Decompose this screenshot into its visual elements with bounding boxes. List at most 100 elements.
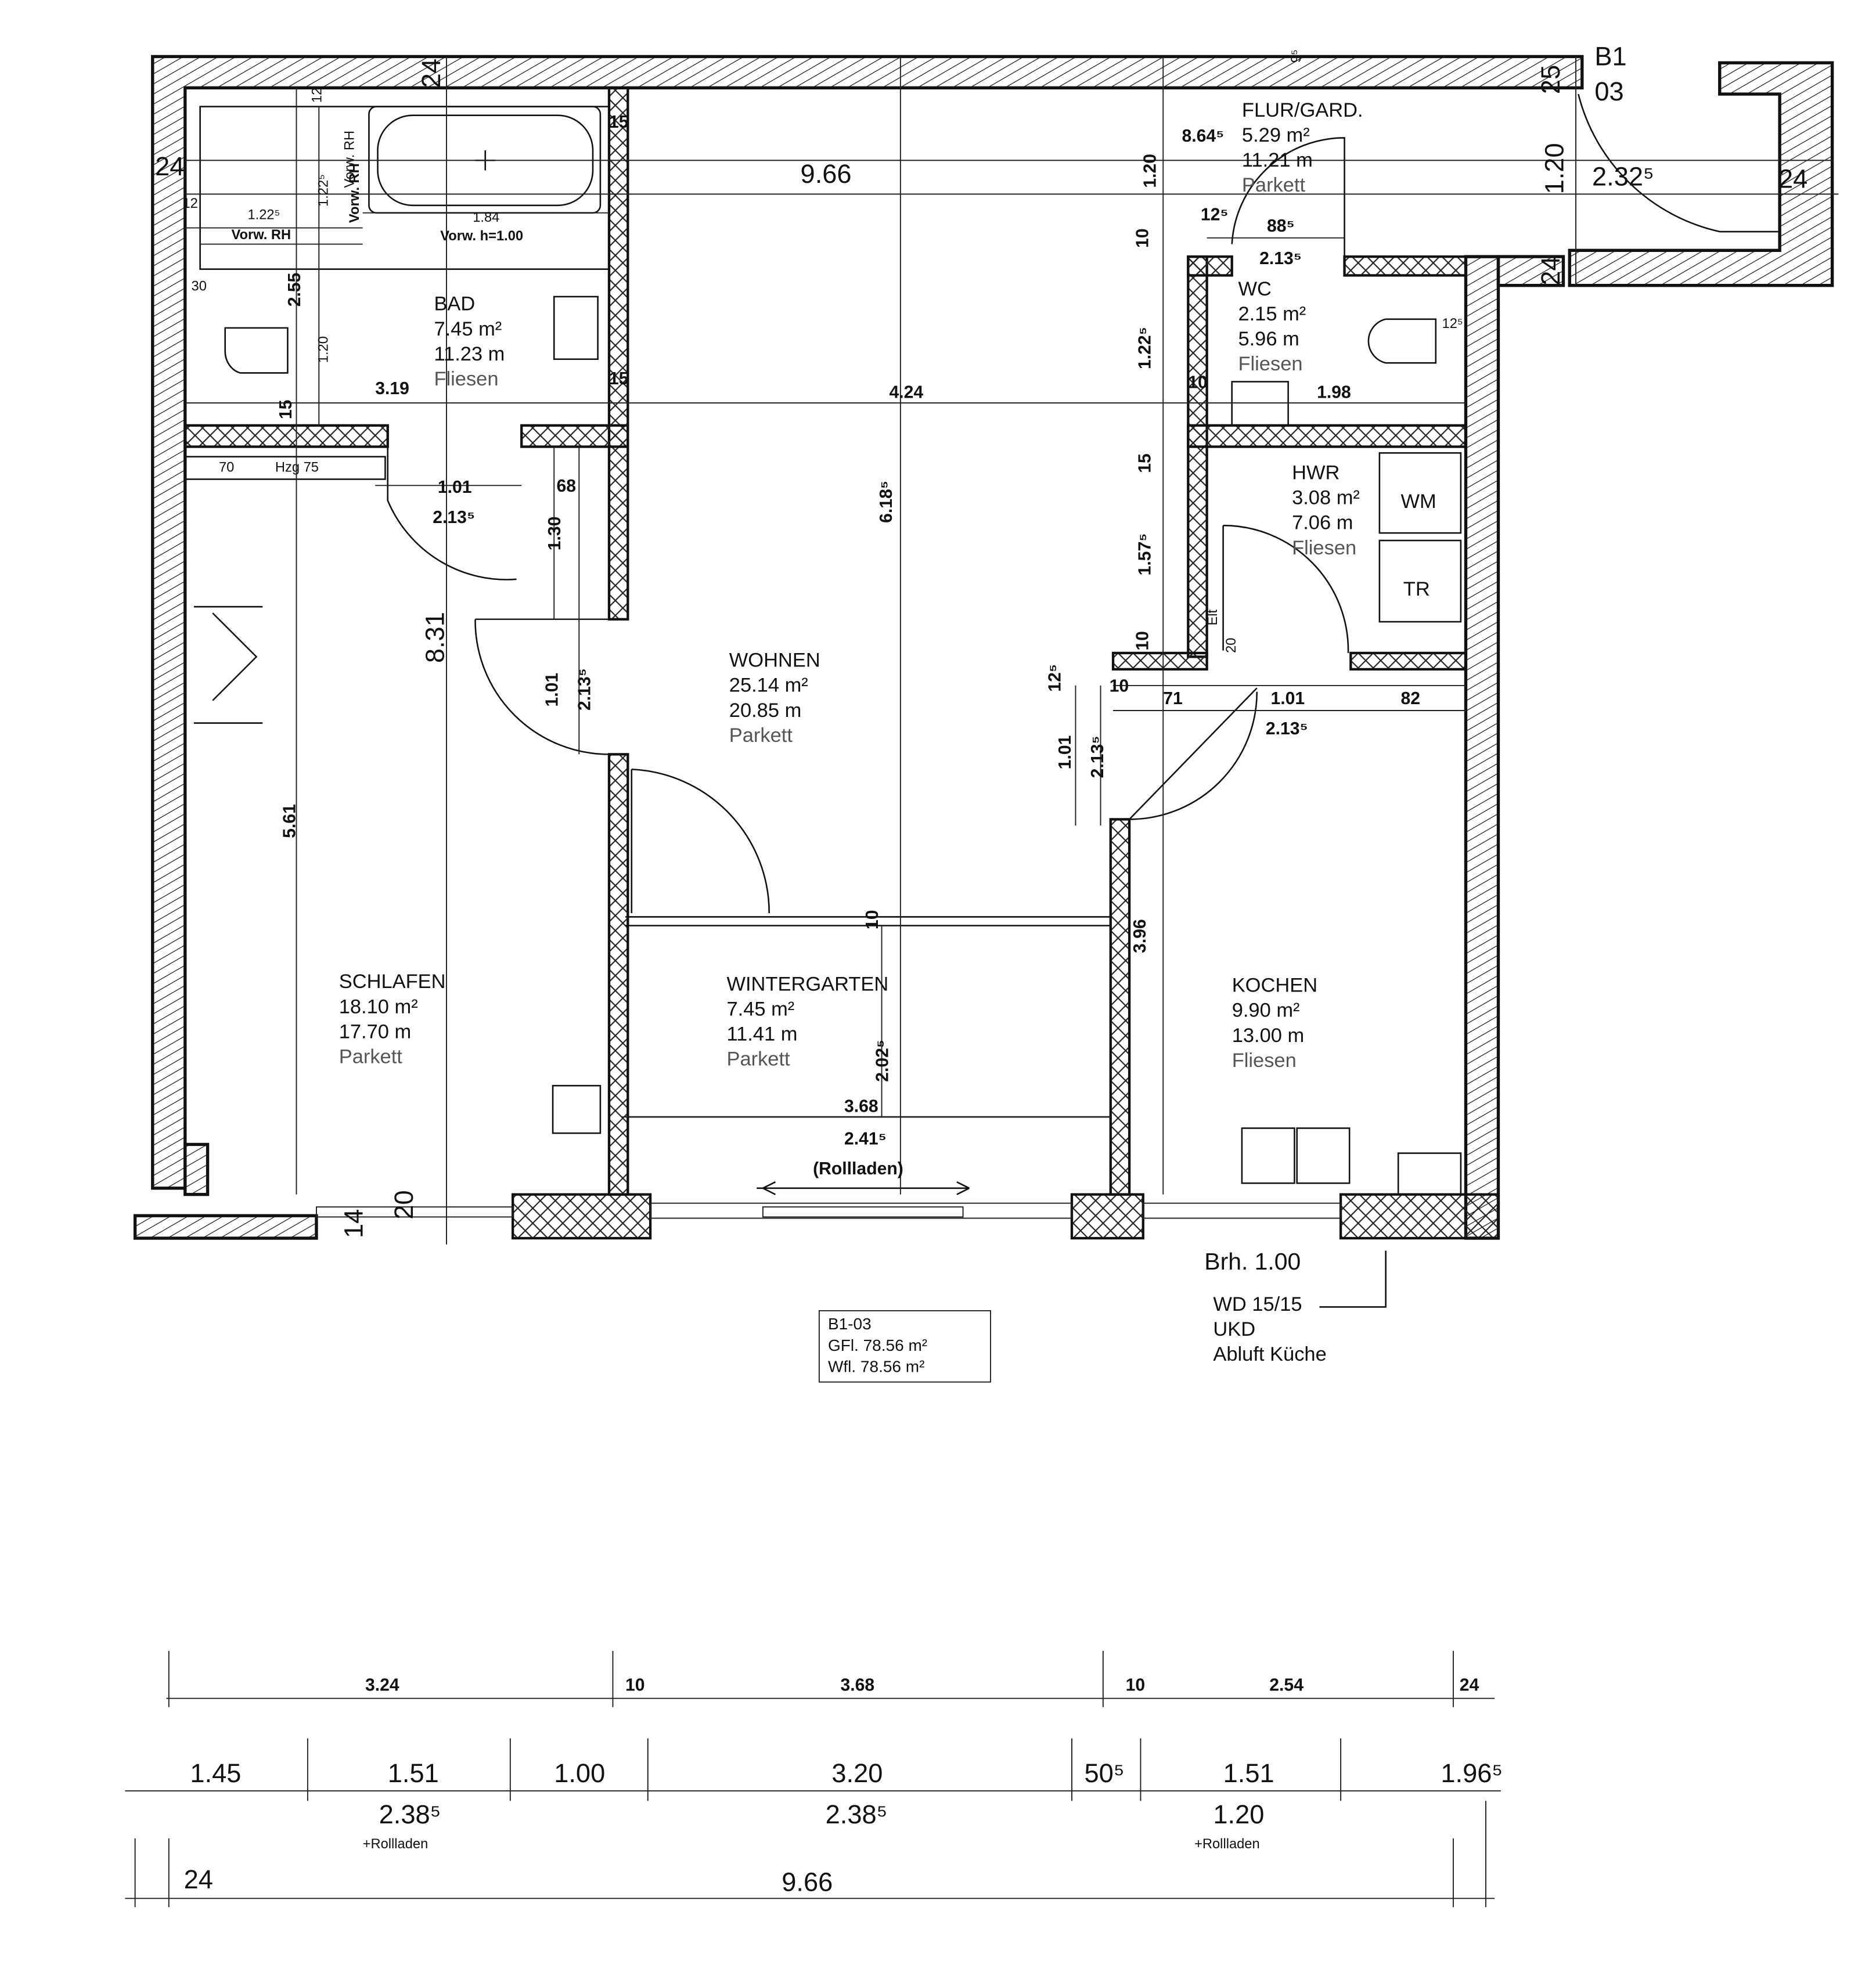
heating-label: Hzg 75 <box>275 460 319 475</box>
dimension-label: 15 <box>1136 453 1155 473</box>
dimension-label: 12⁵ <box>1046 664 1065 692</box>
dimension-label: 12⁵ <box>1201 205 1229 225</box>
dimension-label: 1.01 <box>543 673 562 707</box>
toilet-icon <box>1367 318 1437 364</box>
dimension-label: 1.20 <box>1540 143 1569 194</box>
room-floor: Parkett <box>339 1045 403 1068</box>
area-box-id: B1-03 <box>828 1315 872 1333</box>
dimension-label: 14 <box>339 1209 369 1238</box>
room-area: 5.29 m² <box>1242 124 1310 146</box>
dimension-label: 1.57⁵ <box>1136 533 1155 576</box>
dimension-label: 1.22⁵ <box>247 207 280 222</box>
room-floor: Parkett <box>726 1048 790 1070</box>
dimension-label: 10 <box>1126 1676 1146 1695</box>
area-box-wfl: Wfl. 78.56 m² <box>828 1357 924 1375</box>
unit-label: B1 <box>1594 42 1626 71</box>
room-floor: Fliesen <box>1232 1050 1297 1072</box>
dimension-label: 9⁵ <box>1289 49 1304 63</box>
room-area: 2.15 m² <box>1238 303 1306 325</box>
dimension-label: 2.13⁵ <box>575 668 595 711</box>
dimension-label: 1.01 <box>1270 689 1305 708</box>
dimension-label: 2.38⁵ <box>826 1800 888 1829</box>
room-name: WINTERGARTEN <box>726 974 888 996</box>
dimension-label: 50⁵ <box>1085 1758 1125 1788</box>
note-line: WD 15/15 <box>1213 1293 1302 1315</box>
dimension-label: 82 <box>1400 689 1420 708</box>
dimension-label: 12 <box>182 196 197 211</box>
door-swings <box>387 93 1780 913</box>
dimension-label: 1.22⁵ <box>316 174 331 207</box>
exterior-walls <box>133 55 1834 1240</box>
room-name: KOCHEN <box>1232 975 1317 997</box>
dimension-label: 1.22⁵ <box>1136 327 1155 369</box>
dimension-label: 12 <box>310 88 325 103</box>
dimension-label: 24 <box>1778 164 1807 194</box>
prewall-label: Vorw. RH <box>231 228 291 243</box>
room-perimeter: 17.70 m <box>339 1021 412 1043</box>
room-area: 3.08 m² <box>1292 487 1360 509</box>
dimension-label: 3.68 <box>840 1676 874 1695</box>
dimension-label: 1.01 <box>1056 735 1075 770</box>
room-area: 25.14 m² <box>729 675 808 697</box>
dimension-label: 3.68 <box>844 1097 878 1116</box>
room-floor: Fliesen <box>434 368 498 390</box>
room-name: WC <box>1238 278 1271 300</box>
dimension-label: 10 <box>625 1676 645 1695</box>
dimension-label: 4.24 <box>889 383 923 402</box>
prewall-label: Vorw. h=1.00 <box>440 229 523 244</box>
dimension-label: 71 <box>1163 689 1183 708</box>
dimension-label: 1.96⁵ <box>1441 1758 1503 1788</box>
prewall-label: Vorw. RH <box>347 163 362 223</box>
dimension-label: 2.54 <box>1269 1676 1304 1695</box>
dimension-label: 9.66 <box>782 1867 833 1897</box>
parapet-label: Brh. 1.00 <box>1204 1248 1301 1275</box>
dimension-label: 2.02⁵ <box>873 1040 892 1082</box>
unit-label: 03 <box>1594 77 1623 106</box>
room-area: 7.45 m² <box>434 318 502 340</box>
dimension-label: 10 <box>1188 373 1208 392</box>
dimension-label: 24 <box>1536 256 1565 285</box>
room-perimeter: 20.85 m <box>729 700 802 722</box>
shutter-label: (Rollladen) <box>813 1159 903 1178</box>
dimension-label: 88⁵ <box>1267 217 1295 236</box>
toilet-icon <box>224 327 289 374</box>
room-name: HWR <box>1292 462 1340 484</box>
dimension-label: 20 <box>1224 638 1239 653</box>
dimension-label: 30 <box>192 279 207 294</box>
dimension-label: 24 <box>184 1865 213 1894</box>
dimension-label: 1.45 <box>190 1758 241 1788</box>
note-line: UKD <box>1213 1318 1255 1340</box>
dimension-label: 15 <box>276 400 296 420</box>
dimension-label: 2.38⁵ <box>379 1800 441 1829</box>
dimension-label: 2.13⁵ <box>1266 719 1308 738</box>
dimension-label: Vorw. RH <box>343 131 358 188</box>
dimension-label: 1.98 <box>1317 383 1351 402</box>
dimension-label: 9.66 <box>801 159 852 189</box>
dimension-label: 1.20 <box>1213 1800 1264 1829</box>
dimension-label: 24 <box>1460 1676 1479 1695</box>
dimension-label: 15 <box>609 369 629 388</box>
area-box-gfl: GFl. 78.56 m² <box>828 1336 927 1354</box>
room-name: WOHNEN <box>729 650 820 672</box>
room-area: 9.90 m² <box>1232 1000 1300 1022</box>
dimension-label: 12⁵ <box>1442 316 1463 331</box>
dimension-label: 1.01 <box>438 478 472 497</box>
washer-label: WM <box>1400 491 1436 513</box>
windows <box>315 1202 1342 1219</box>
dimension-label: 3.19 <box>375 379 409 398</box>
dimension-label: 8.31 <box>420 612 450 663</box>
dimension-label: 1.84 <box>473 210 499 225</box>
dimension-label: 2.55 <box>285 273 304 307</box>
dimension-note: +Rollladen <box>363 1837 429 1852</box>
dimension-label: 3.20 <box>831 1758 883 1788</box>
dryer-label: TR <box>1403 578 1430 600</box>
room-perimeter: 11.41 m <box>726 1023 797 1045</box>
room-area: 7.45 m² <box>726 998 794 1021</box>
heating-left-label: 70 <box>219 460 234 475</box>
room-name: FLUR/GARD. <box>1242 99 1363 121</box>
dimension-label: 10 <box>1110 677 1129 696</box>
